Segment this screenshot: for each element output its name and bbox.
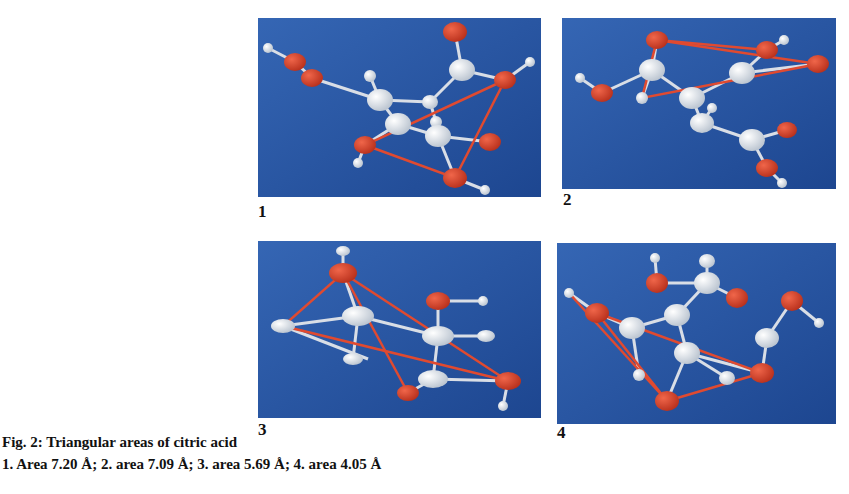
atom-shape: [646, 31, 668, 49]
atom-shape: [575, 73, 585, 83]
atom-shape: [674, 342, 700, 364]
atom-shape: [271, 246, 521, 411]
atom-shape: [580, 40, 818, 183]
atom-shape: [342, 306, 374, 326]
bond-line: [642, 40, 818, 98]
panel-background: [258, 18, 541, 197]
atom-shape: [585, 303, 609, 323]
atom-shape: [263, 22, 535, 195]
bond-line: [343, 273, 408, 393]
atom-shape: [779, 35, 789, 45]
bond-line: [283, 273, 508, 381]
atom-shape: [569, 293, 762, 401]
atom-shape: [729, 62, 755, 84]
panel-number: 3: [258, 420, 267, 440]
bond-line: [657, 40, 767, 50]
atom-shape: [636, 92, 648, 104]
molecule-panel-1: [258, 18, 541, 197]
atom-shape: [477, 330, 495, 342]
atom-shape: [575, 31, 829, 188]
atom-shape: [385, 113, 411, 135]
molecule-panel-3: [258, 241, 541, 418]
atom-shape: [814, 318, 824, 328]
atom-shape: [781, 291, 803, 311]
atom-shape: [646, 273, 668, 293]
atom-shape: [336, 246, 350, 256]
panel-background: [562, 18, 836, 189]
panel-background: [258, 241, 541, 418]
atom-shape: [569, 258, 819, 401]
atom-shape: [756, 159, 778, 177]
atom-shape: [353, 158, 363, 168]
molecule-panel-2: [562, 18, 836, 189]
figure-caption: Fig. 2: Triangular areas of citric acid: [2, 434, 237, 451]
atom-shape: [719, 371, 735, 385]
panel-number: 2: [563, 190, 572, 210]
atom-shape: [426, 292, 450, 310]
atom-shape: [650, 253, 660, 263]
atom-shape: [739, 129, 765, 151]
atom-shape: [564, 288, 574, 298]
atom-shape: [642, 40, 818, 98]
atom-shape: [449, 59, 475, 81]
atom-shape: [498, 401, 508, 411]
panel-background: [557, 243, 836, 424]
atom-shape: [807, 55, 829, 73]
atom-shape: [655, 391, 679, 411]
atom-shape: [418, 370, 448, 388]
panel-number: 1: [258, 202, 267, 222]
atom-shape: [284, 53, 306, 71]
atom-shape: [479, 133, 501, 151]
atom-shape: [301, 69, 323, 87]
atom-shape: [422, 95, 438, 109]
atom-shape: [283, 273, 508, 393]
atom-shape: [777, 178, 787, 188]
caption-detail: 1. Area 7.20 Å; 2. area 7.09 Å; 3. area …: [2, 456, 381, 473]
atom-shape: [707, 103, 717, 113]
atom-shape: [354, 136, 376, 154]
atom-shape: [443, 22, 467, 42]
bond-line: [569, 293, 667, 401]
atom-shape: [478, 296, 488, 306]
atom-shape: [756, 41, 778, 59]
atom-shape: [679, 87, 705, 109]
panel-number: 4: [557, 423, 566, 443]
atom-shape: [694, 272, 720, 294]
atom-shape: [397, 385, 419, 401]
atom-shape: [271, 319, 295, 333]
bond-line: [365, 80, 505, 178]
atom-shape: [699, 254, 715, 268]
atom-shape: [268, 32, 530, 190]
atom-shape: [480, 185, 490, 195]
atom-shape: [495, 372, 521, 390]
atom-shape: [422, 326, 454, 346]
atom-shape: [367, 89, 393, 111]
atom-shape: [664, 304, 690, 326]
atom-shape: [494, 71, 516, 89]
atom-shape: [633, 369, 645, 381]
atom-shape: [329, 263, 357, 283]
atom-shape: [283, 251, 508, 406]
atom-shape: [365, 80, 505, 178]
atom-shape: [425, 125, 451, 147]
atom-shape: [564, 253, 824, 411]
atom-shape: [726, 288, 748, 308]
bond-line: [597, 313, 762, 401]
atom-shape: [690, 113, 714, 133]
atom-shape: [639, 59, 665, 81]
atom-shape: [263, 43, 273, 53]
atom-shape: [619, 317, 645, 339]
atom-shape: [364, 70, 376, 82]
atom-shape: [443, 168, 467, 188]
atom-shape: [525, 57, 535, 67]
atom-shape: [750, 363, 774, 383]
atom-shape: [777, 122, 797, 138]
molecule-panel-4: [557, 243, 836, 424]
atom-shape: [591, 84, 613, 102]
atom-shape: [343, 353, 363, 365]
atom-shape: [755, 328, 779, 348]
